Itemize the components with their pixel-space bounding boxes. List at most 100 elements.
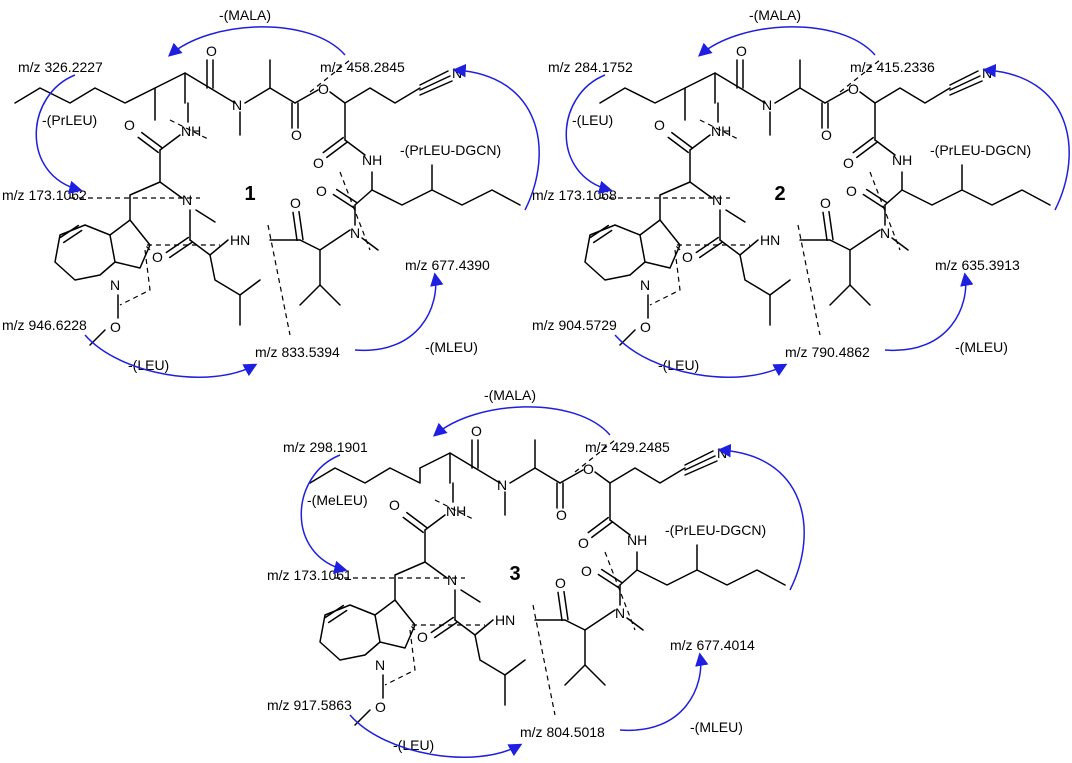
bond (195, 209, 216, 223)
fragmentation-arrow (697, 26, 876, 57)
bond (659, 181, 691, 221)
bond (639, 219, 681, 269)
bond (474, 619, 494, 636)
fragmentation-arrow (614, 334, 788, 378)
fragment-mz: m/z 917.5863 (267, 697, 352, 713)
atom-nh: NH (627, 532, 647, 548)
compound-number: 1 (244, 183, 255, 205)
compound-number: 2 (774, 183, 785, 205)
atom-hn: HN (230, 232, 250, 248)
double-bond (587, 516, 609, 534)
atom-n: N (712, 192, 722, 208)
double-bond (141, 131, 163, 149)
cleavage-line (869, 171, 901, 251)
neutral-loss-label: -(LEU) (393, 737, 434, 753)
double-bond (137, 136, 159, 154)
atom-o: O (206, 43, 217, 59)
atom-o: O (820, 195, 831, 211)
bond (319, 229, 351, 286)
neutral-loss-label: -(PrLEU-DGCN) (400, 142, 501, 158)
fragmentation-arrow (884, 272, 974, 351)
bond (371, 164, 521, 206)
atom-n: N (640, 277, 650, 293)
fragment-mz: m/z 904.5729 (532, 317, 617, 333)
atom-o: O (821, 127, 832, 143)
neutral-loss-label: -(LEU) (128, 357, 169, 373)
bond (154, 72, 186, 104)
fragmentation-arrow (349, 714, 523, 758)
bond (504, 659, 526, 676)
bond (891, 237, 909, 251)
bond (509, 467, 536, 484)
bond (636, 544, 786, 586)
atom-o: O (846, 183, 857, 199)
bond (799, 87, 826, 104)
bond (189, 239, 211, 256)
double-bond (327, 609, 348, 624)
bond (739, 87, 766, 104)
neutral-loss-label: -(MeLEU) (307, 492, 368, 508)
fragment-mz: m/z 677.4014 (670, 637, 755, 653)
triple-bond (949, 75, 981, 91)
atom-o: O (124, 117, 135, 133)
bond (626, 617, 644, 631)
atom-n: N (110, 277, 120, 293)
double-bond (852, 136, 874, 154)
bond (209, 87, 236, 104)
fragmentation-arrow (982, 63, 1070, 211)
neutral-loss-label: -(MLEU) (955, 339, 1008, 355)
bond (159, 134, 181, 151)
bond (829, 239, 851, 251)
double-bond (557, 591, 563, 622)
cleavage-line (408, 624, 485, 631)
fragment-mz: m/z 173.1061 (267, 567, 352, 583)
bond (329, 91, 346, 104)
bond (829, 284, 851, 306)
cleavage-line (267, 224, 291, 336)
double-bond (597, 573, 620, 589)
fragmentation-arrow (354, 272, 444, 351)
double-bond (862, 193, 885, 209)
fragment-mz: m/z 284.1752 (548, 59, 633, 75)
atom-n: N (350, 225, 360, 241)
double-bond (298, 210, 304, 241)
bond (474, 634, 506, 706)
atom-o: O (316, 183, 327, 199)
bond (209, 254, 241, 326)
atom-o: O (581, 563, 592, 579)
bond (564, 619, 586, 631)
atom-o: O (417, 629, 428, 645)
atom-n: N (880, 225, 890, 241)
bond (361, 237, 379, 251)
fragment-mz: m/z 635.3913 (935, 257, 1020, 273)
atom-nh: NH (446, 503, 466, 519)
fragment-mz: m/z 790.4862 (785, 344, 870, 360)
double-bond (406, 511, 428, 529)
bond (774, 87, 801, 104)
atom-o: O (654, 117, 665, 133)
bond (689, 149, 713, 199)
bond (319, 284, 341, 306)
neutral-loss-label: -(LEU) (572, 112, 613, 128)
bond (294, 89, 319, 104)
bond (609, 519, 631, 536)
fragment-mz: m/z 458.2845 (320, 59, 405, 75)
bond (689, 134, 711, 151)
double-bond (563, 590, 569, 621)
bond (374, 599, 416, 649)
neutral-loss-label: -(MALA) (219, 7, 271, 23)
neutral-loss-label: -(LEU) (658, 357, 699, 373)
cleavage-line (673, 244, 750, 251)
atom-o: O (152, 249, 163, 265)
bond (424, 514, 446, 531)
atom-o: O (313, 155, 324, 171)
double-bond (591, 521, 613, 539)
double-bond (326, 141, 348, 159)
cleavage-line (143, 244, 220, 251)
atom-o: O (736, 43, 747, 59)
double-bond (828, 210, 834, 241)
bond (619, 569, 638, 586)
bond (684, 72, 716, 104)
bond (309, 467, 421, 484)
